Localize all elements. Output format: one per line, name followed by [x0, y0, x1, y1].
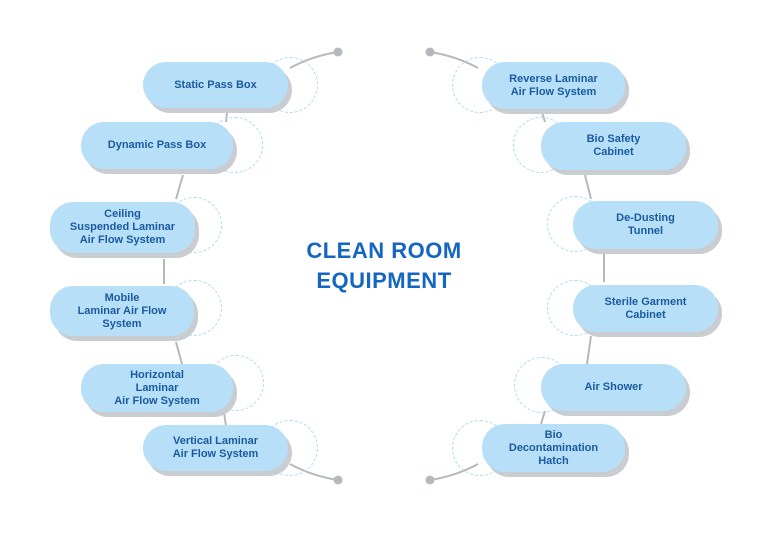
- item-vertical-laminar-air-flow-system: Vertical Laminar Air Flow System: [143, 425, 288, 471]
- right-connector-5-6: [540, 410, 546, 425]
- left-connector-2-3: [175, 174, 184, 200]
- item-dynamic-pass-box: Dynamic Pass Box: [81, 122, 233, 169]
- item-horizontal-laminar-air-flow-system: Horizontal Laminar Air Flow System: [81, 364, 233, 412]
- item-sterile-garment-cabinet: Sterile Garment Cabinet: [573, 285, 718, 332]
- right-connector-2-3: [584, 174, 592, 200]
- item-static-pass-box: Static Pass Box: [143, 62, 288, 108]
- right-bottom-end-dot: [425, 475, 435, 485]
- right-connector-4-5: [586, 335, 592, 365]
- item-mobile-laminar-air-flow-system: Mobile Laminar Air Flow System: [50, 286, 194, 336]
- left-connector-4-5: [175, 341, 183, 365]
- right-top-end-dot: [425, 47, 435, 57]
- item-de-dusting-tunnel: De-Dusting Tunnel: [573, 201, 718, 249]
- item-air-shower: Air Shower: [541, 364, 686, 411]
- left-connector-5-6: [223, 411, 227, 427]
- item-bio-decontamination-hatch: Bio Decontamination Hatch: [482, 424, 625, 472]
- diagram-title: CLEAN ROOM EQUIPMENT: [306, 238, 462, 293]
- left-bottom-end-dot: [333, 475, 343, 485]
- item-ceiling-suspended-laminar-air-flow-system: Ceiling Suspended Laminar Air Flow Syste…: [50, 202, 195, 253]
- item-bio-safety-cabinet: Bio Safety Cabinet: [541, 122, 686, 170]
- left-top-end-dot: [333, 47, 343, 57]
- item-reverse-laminar-air-flow-system: Reverse Laminar Air Flow System: [482, 62, 625, 109]
